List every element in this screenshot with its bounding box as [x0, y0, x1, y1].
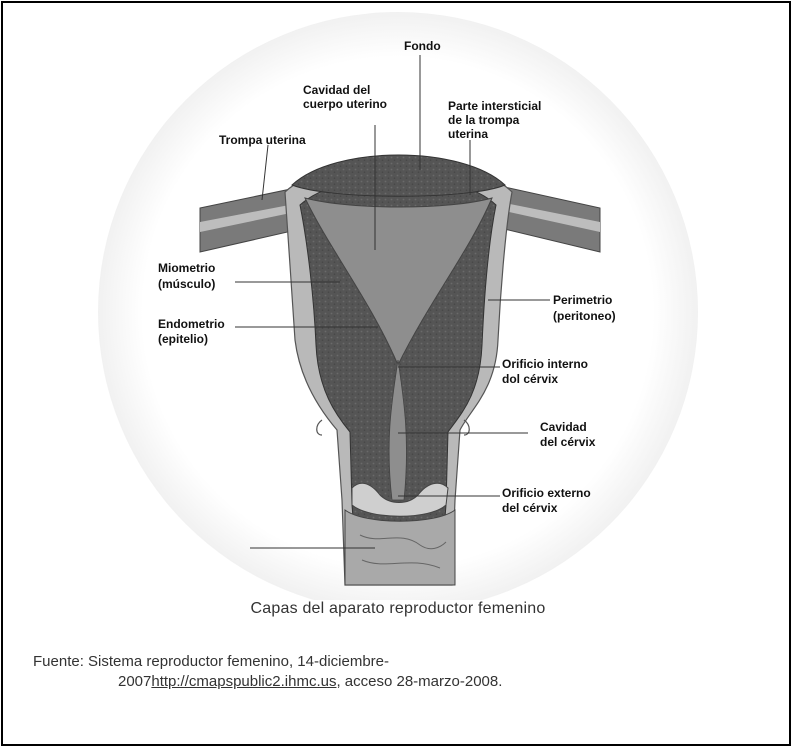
label-orificio-externo-2: del cérvix [502, 501, 558, 515]
source-citation: Fuente: Sistema reproductor femenino, 14… [33, 652, 733, 692]
label-perimetrio-1: Perimetrio [553, 293, 612, 307]
label-endometrio-2: (epitelio) [158, 332, 208, 346]
figure-caption: Capas del aparato reproductor femenino [0, 600, 796, 618]
label-cavidad-cuerpo-2: cuerpo uterino [303, 97, 387, 111]
label-endometrio-1: Endometrio [158, 317, 225, 331]
label-cavidad-cervix-1: Cavidad [540, 420, 587, 434]
label-miometrio-1: Miometrio [158, 261, 215, 275]
label-perimetrio-2: (peritoneo) [553, 309, 616, 323]
label-orificio-externo-1: Orificio externo [502, 486, 591, 500]
source-suffix: , acceso 28-marzo-2008. [336, 673, 502, 690]
label-orificio-interno-1: Orificio interno [502, 357, 588, 371]
label-cavidad-cuerpo-1: Cavidad del [303, 83, 370, 97]
uterus-diagram: Fondo Cavidad del cuerpo uterino Parte i… [0, 0, 796, 600]
label-trompa-uterina: Trompa uterina [219, 133, 306, 147]
label-cavidad-cervix-2: del cérvix [540, 435, 596, 449]
source-year: 2007 [118, 673, 151, 690]
label-parte-intersticial-2: de la trompa [448, 113, 520, 127]
label-parte-intersticial-3: uterina [448, 127, 488, 141]
label-fondo: Fondo [404, 39, 441, 53]
label-parte-intersticial-1: Parte intersticial [448, 99, 541, 113]
source-prefix: Fuente: Sistema reproductor femenino, 14… [33, 653, 389, 670]
label-orificio-interno-2: dol cérvix [502, 372, 558, 386]
source-line-2: 2007http://cmapspublic2.ihmc.us, acceso … [33, 672, 733, 692]
source-link[interactable]: http://cmapspublic2.ihmc.us [151, 673, 336, 690]
label-miometrio-2: (músculo) [158, 277, 215, 291]
